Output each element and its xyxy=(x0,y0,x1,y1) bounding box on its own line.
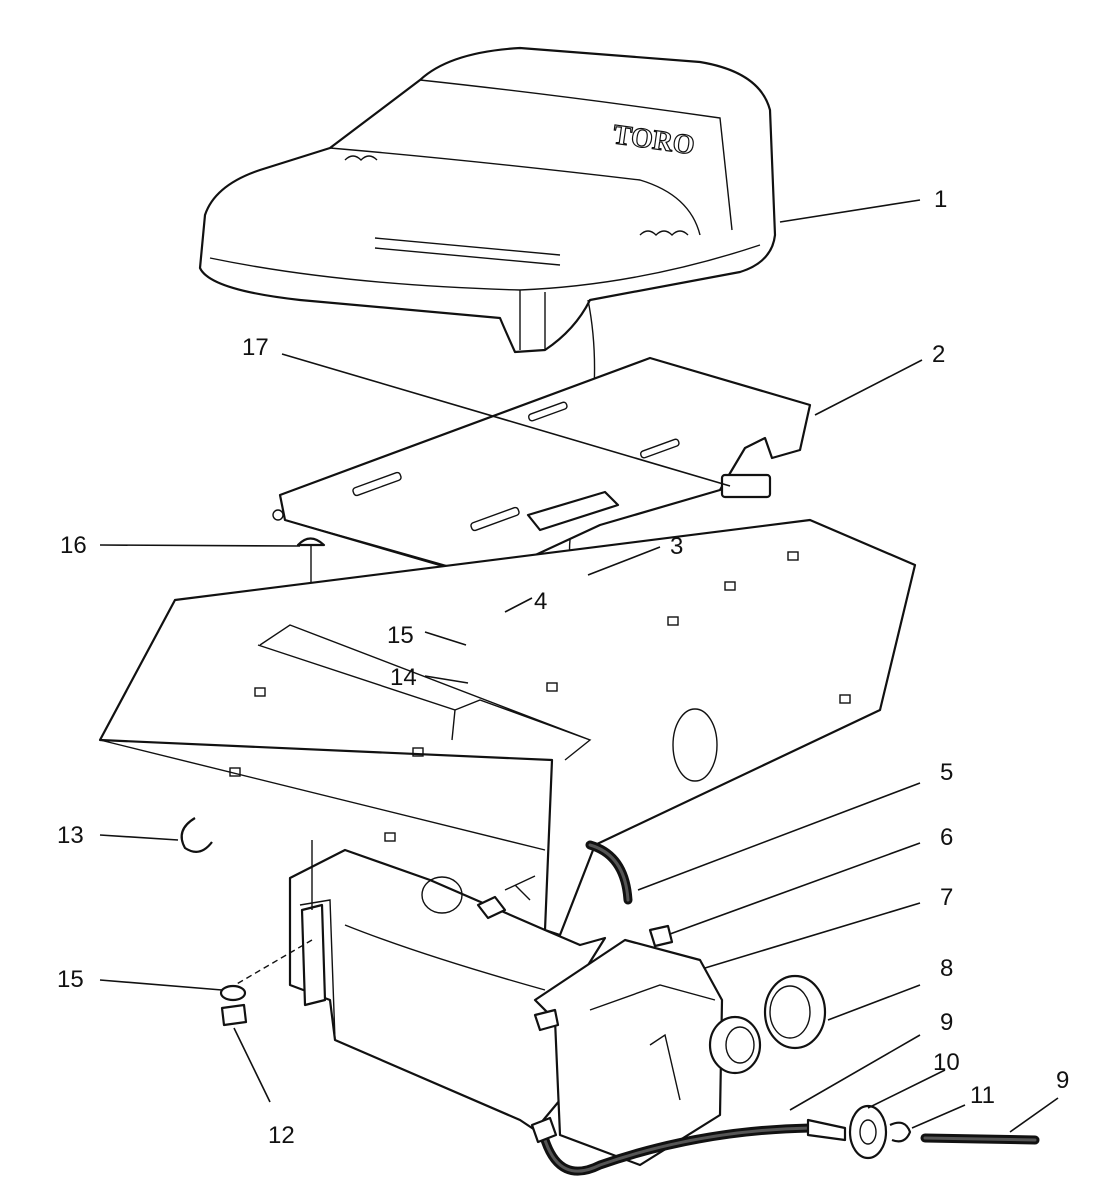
callout-8: 8 xyxy=(940,955,953,982)
washer-lower xyxy=(219,984,247,1002)
callout-14: 14 xyxy=(390,664,417,691)
locknut xyxy=(220,1003,248,1027)
callout-2: 2 xyxy=(932,341,945,368)
callout-labels: 1 2 3 4 5 6 7 8 9 9 10 11 12 13 14 15 15… xyxy=(57,186,1069,1149)
callout-12: 12 xyxy=(268,1122,295,1149)
mount-post xyxy=(300,903,327,1007)
fender-housing xyxy=(98,518,917,937)
callout-1: 1 xyxy=(934,186,947,213)
tank-fitting xyxy=(476,895,507,920)
callout-16: 16 xyxy=(60,532,87,559)
callout-17: 17 xyxy=(242,334,269,361)
callout-3: 3 xyxy=(670,533,683,560)
callout-7: 7 xyxy=(940,884,953,911)
fuel-cap xyxy=(763,974,827,1050)
filler-neck xyxy=(708,1015,762,1075)
small-clamp xyxy=(889,1121,912,1143)
hose-fitting xyxy=(806,1118,847,1142)
callout-10: 10 xyxy=(933,1049,960,1076)
callout-15-lower: 15 xyxy=(57,966,84,993)
callout-13: 13 xyxy=(57,822,84,849)
callout-11: 11 xyxy=(970,1082,995,1109)
callout-9-right: 9 xyxy=(1056,1067,1069,1094)
auxiliary-tank xyxy=(533,924,724,1167)
fuel-filter xyxy=(848,1104,888,1160)
callout-5: 5 xyxy=(940,759,953,786)
callout-9-upper: 9 xyxy=(940,1009,953,1036)
tank-outlet-clip xyxy=(530,1116,558,1144)
seat: TORO xyxy=(198,46,777,354)
bumper-block xyxy=(720,473,772,499)
callout-4: 4 xyxy=(534,588,547,615)
callout-15-upper: 15 xyxy=(387,622,414,649)
hose-clamp xyxy=(180,817,213,853)
callout-6: 6 xyxy=(940,824,953,851)
leader-lines xyxy=(99,199,1059,1133)
